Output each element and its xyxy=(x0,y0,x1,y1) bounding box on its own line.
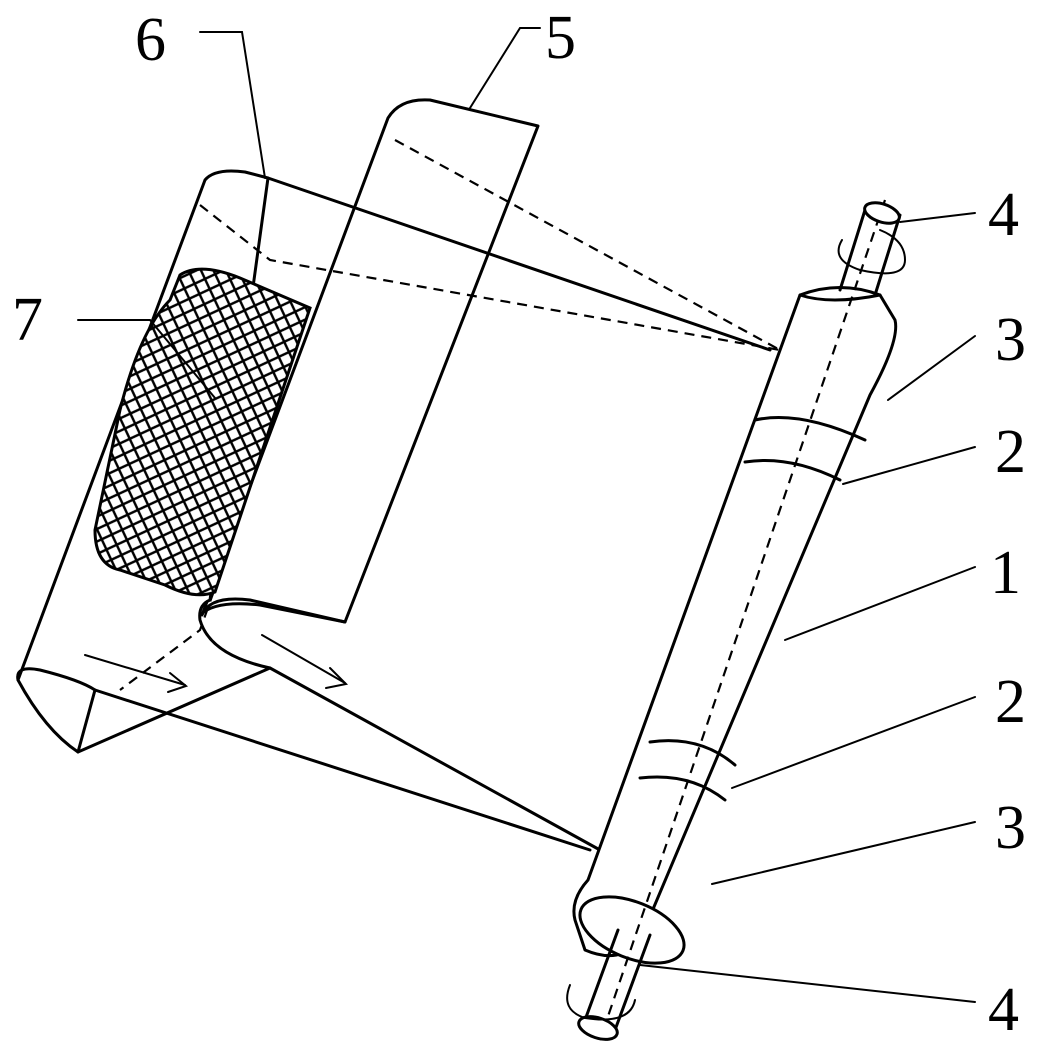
shaft-top-4 xyxy=(837,201,907,297)
flow-arrow-left xyxy=(84,654,189,693)
label-5: 5 xyxy=(545,4,576,72)
sheet-edges xyxy=(16,176,772,852)
part-labels: 6 5 7 4 3 2 1 2 3 4 xyxy=(12,4,1026,1044)
label-4-bottom: 4 xyxy=(988,976,1019,1044)
hatched-region-7 xyxy=(93,267,312,597)
label-1: 1 xyxy=(990,539,1021,607)
label-4-top: 4 xyxy=(988,181,1019,249)
label-6: 6 xyxy=(135,6,166,74)
leader-lines xyxy=(77,27,976,1003)
label-7: 7 xyxy=(12,286,43,354)
shaft-bottom-4 xyxy=(566,928,652,1041)
label-3-top: 3 xyxy=(995,306,1026,374)
label-3-bottom: 3 xyxy=(995,794,1026,862)
flow-arrow-right xyxy=(261,634,349,689)
label-2-bottom: 2 xyxy=(995,668,1026,736)
label-2-top: 2 xyxy=(995,418,1026,486)
roller-assembly xyxy=(572,199,898,1041)
